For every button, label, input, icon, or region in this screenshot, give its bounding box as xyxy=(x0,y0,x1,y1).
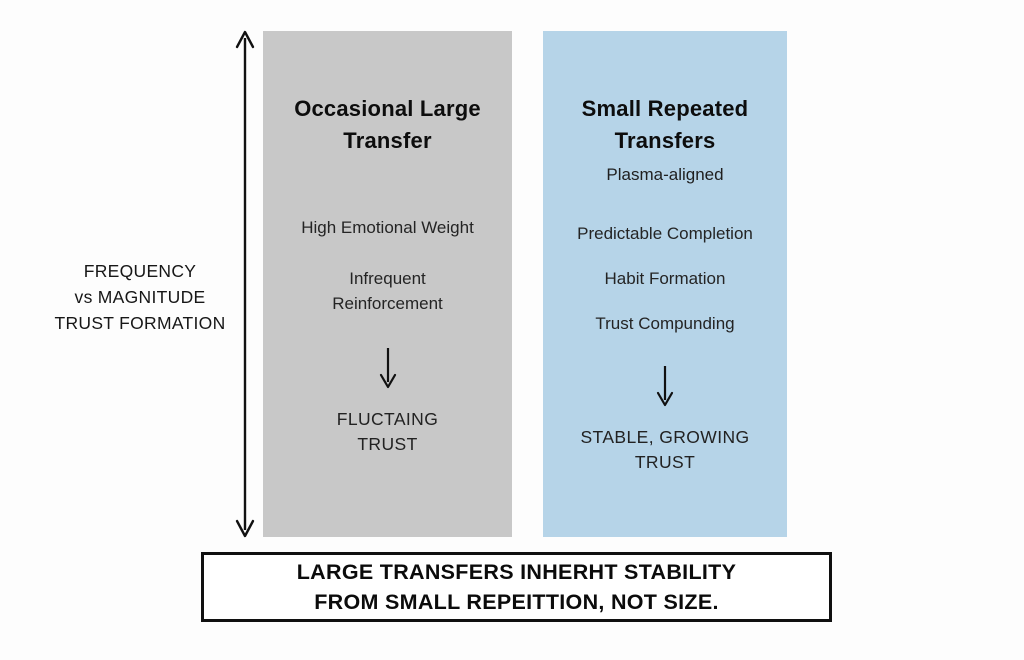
column-left-title-line-2: Transfer xyxy=(343,128,432,153)
list-item: Predictable Completion xyxy=(577,224,753,243)
axis-label-line-1: FREQUENCY xyxy=(83,261,197,281)
arrow-down-icon xyxy=(376,346,400,395)
list-item: Reinforcement xyxy=(332,294,443,313)
list-item: Infrequent xyxy=(349,269,426,288)
column-right-title: Small Repeated Transfers xyxy=(582,93,749,157)
column-right-outcome-line-2: TRUST xyxy=(634,452,696,472)
column-right-subtitle: Plasma-aligned xyxy=(606,165,724,184)
column-right-outcome-line-1: STABLE, GROWING xyxy=(580,427,750,447)
column-small-repeated-transfers: Small Repeated Transfers Plasma-aligned … xyxy=(543,31,787,537)
list-item: High Emotional Weight xyxy=(301,218,474,237)
column-left-outcome: FLUCTAING TRUST xyxy=(337,407,438,457)
list-item: Trust Compunding xyxy=(595,314,735,333)
summary-banner-line-2: FROM SMALL REPEITTION, NOT SIZE. xyxy=(314,590,719,614)
column-occasional-large-transfer: Occasional Large Transfer High Emotional… xyxy=(263,31,512,537)
column-left-outcome-line-2: TRUST xyxy=(357,434,418,454)
summary-banner-line-1: LARGE TRANSFERS INHERHT STABILITY xyxy=(296,560,737,584)
column-right-outcome: STABLE, GROWING TRUST xyxy=(580,425,749,475)
column-left-title: Occasional Large Transfer xyxy=(294,93,481,157)
summary-banner: LARGE TRANSFERS INHERHT STABILITY FROM S… xyxy=(201,552,832,622)
column-left-items: High Emotional Weight Infrequent Reinfor… xyxy=(277,215,498,316)
column-left-outcome-line-1: FLUCTAING xyxy=(336,409,439,429)
axis-label-line-2: vs MAGNITUDE xyxy=(74,287,206,307)
axis-label-line-3: TRUST FORMATION xyxy=(54,313,226,333)
column-left-title-line-1: Occasional Large xyxy=(294,96,481,121)
axis-label: FREQUENCY vs MAGNITUDE TRUST FORMATION xyxy=(42,258,238,336)
column-right-title-line-2: Transfers xyxy=(614,128,716,153)
list-item: Habit Formation xyxy=(604,269,726,288)
arrow-down-icon xyxy=(653,364,677,413)
column-right-items: Predictable Completion Habit Formation T… xyxy=(557,221,773,336)
double-headed-vertical-arrow-icon xyxy=(232,28,258,540)
column-right-title-line-1: Small Repeated xyxy=(581,96,749,121)
